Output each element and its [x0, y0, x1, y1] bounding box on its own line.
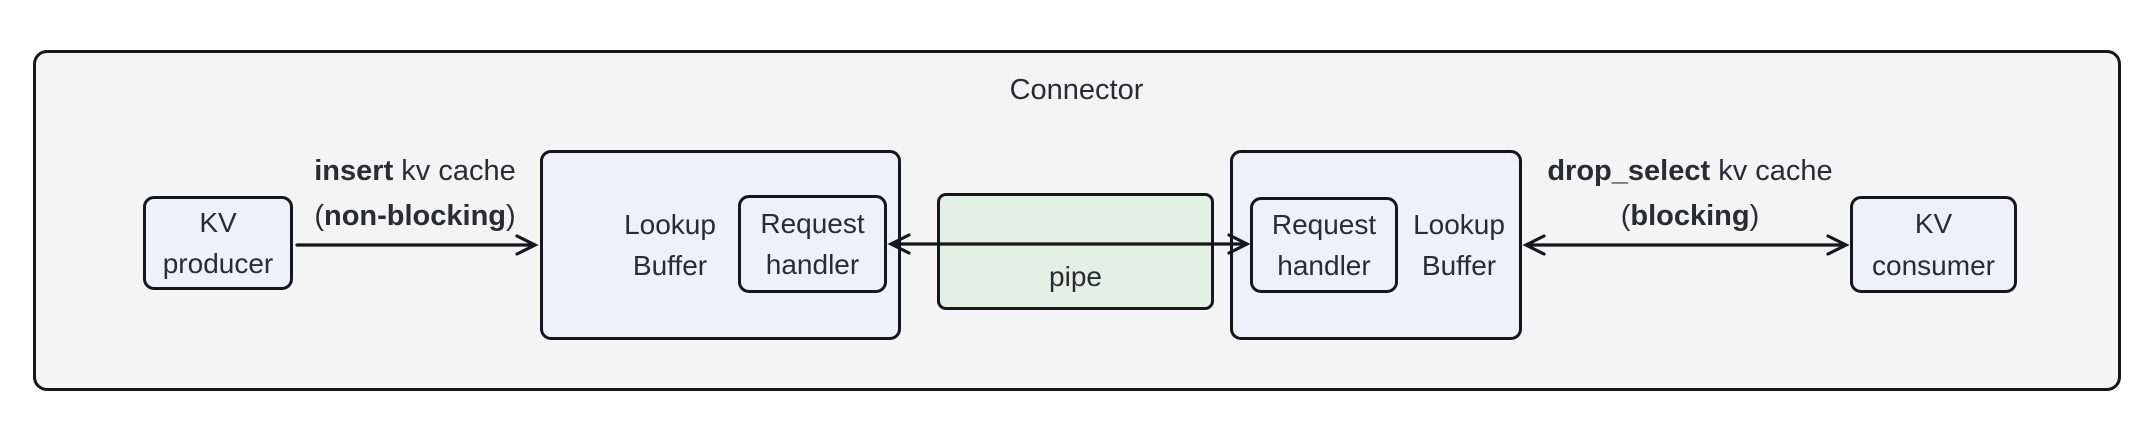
request-handler-left-node: Request handler [738, 195, 887, 293]
lookup-buffer-left-label: Lookup Buffer [624, 208, 716, 281]
lookup-buffer-right-node: Request handler Lookup Buffer [1230, 150, 1522, 340]
pipe-label: pipe [1049, 260, 1102, 292]
kv-consumer-label: KV consumer [1872, 208, 1995, 281]
diagram-title: Connector [1009, 74, 1144, 106]
request-handler-left-label: Request handler [760, 207, 865, 280]
kv-producer-node: KV producer [143, 196, 293, 290]
insert-kv-cache-label-line1: insert kv cache [314, 155, 516, 187]
pipe-node: pipe [937, 193, 1214, 310]
insert-kv-cache-label: insert kv cache (non-blocking) [240, 149, 590, 239]
lookup-buffer-left-node: Lookup Buffer Request handler [540, 150, 901, 340]
lookup-buffer-right-label: Lookup Buffer [1413, 208, 1505, 281]
kv-producer-label: KV producer [162, 206, 274, 279]
drop-select-kv-cache-label: drop_select kv cache (blocking) [1515, 149, 1865, 239]
drop-select-kv-cache-label-line1: drop_select kv cache [1547, 155, 1833, 187]
request-handler-right-label: Request handler [1271, 208, 1377, 281]
drop-select-kv-cache-label-line2: (blocking) [1620, 200, 1760, 232]
request-handler-right-node: Request handler [1250, 197, 1398, 293]
insert-kv-cache-label-line2: (non-blocking) [314, 200, 516, 232]
kv-consumer-node: KV consumer [1850, 196, 2017, 293]
